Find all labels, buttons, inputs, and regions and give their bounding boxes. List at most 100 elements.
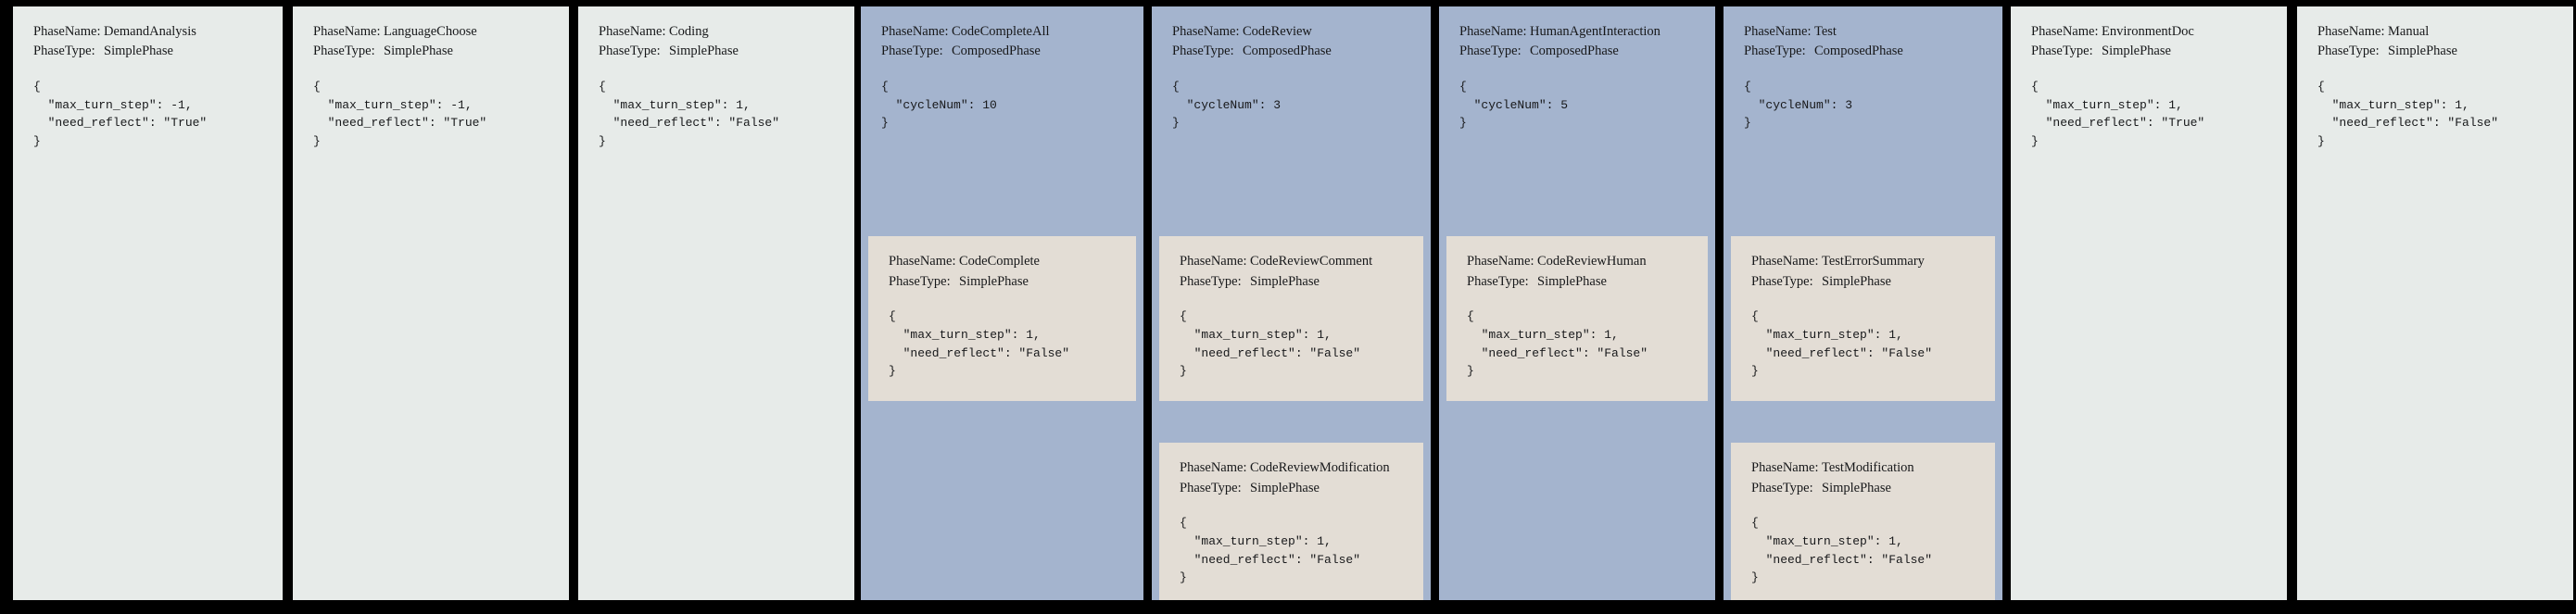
subphase-name-value: TestErrorSummary bbox=[1822, 254, 1925, 269]
subphase-name-label: PhaseName: bbox=[1180, 460, 1247, 476]
phase-spacer bbox=[1439, 401, 1715, 422]
subphase-name-value: CodeComplete bbox=[959, 254, 1040, 269]
phase-meta-row: PhaseType:SimplePhase bbox=[1467, 272, 1698, 292]
phase-meta-row: PhaseName:CodeCompleteAll bbox=[881, 22, 1132, 42]
phase-type-value: SimplePhase bbox=[2102, 44, 2171, 59]
phase-meta-row: PhaseName:CodeReviewHuman bbox=[1467, 252, 1698, 271]
phase-meta-row: PhaseName:EnvironmentDoc bbox=[2031, 22, 2276, 42]
phase-name-value: DemandAnalysis bbox=[104, 24, 196, 39]
phase-meta-row: PhaseType:SimplePhase bbox=[1751, 479, 1986, 498]
subphase-config-json: { "max_turn_step": 1, "need_reflect": "F… bbox=[889, 309, 1070, 379]
phase-type-label: PhaseType: bbox=[2031, 44, 2093, 59]
phase-type-value: ComposedPhase bbox=[1814, 44, 1903, 59]
phase-meta-row: PhaseName:Coding bbox=[599, 22, 843, 42]
subphase-name-label: PhaseName: bbox=[889, 254, 956, 269]
phase-name-label: PhaseName: bbox=[33, 24, 101, 39]
phase-name-label: PhaseName: bbox=[1459, 24, 1527, 39]
phase-type-value: SimplePhase bbox=[384, 44, 453, 59]
phase-name-label: PhaseName: bbox=[881, 24, 949, 39]
phase-type-label: PhaseType: bbox=[1459, 44, 1522, 59]
phase-meta-row: PhaseType:SimplePhase bbox=[1180, 479, 1414, 498]
phase-spacer bbox=[1439, 132, 1715, 237]
phase-meta-row: PhaseType: SimplePhase bbox=[2317, 42, 2562, 61]
phase-config-json: { "cycleNum": 3 } bbox=[1172, 79, 1282, 131]
phase-config-json: { "cycleNum": 10 } bbox=[881, 79, 997, 131]
phase-type-label: PhaseType: bbox=[2317, 44, 2380, 59]
phase-meta-row: PhaseName:DemandAnalysis bbox=[33, 22, 271, 42]
phase-meta-row: PhaseName:CodeComplete bbox=[889, 252, 1127, 271]
phase-type-label: PhaseType: bbox=[1172, 44, 1234, 59]
phase-name-label: PhaseName: bbox=[313, 24, 381, 39]
phase-config-json: { "max_turn_step": 1, "need_reflect": "F… bbox=[2317, 79, 2499, 149]
phase-name-label: PhaseName: bbox=[599, 24, 666, 39]
subphase-type-value: SimplePhase bbox=[1822, 273, 1891, 289]
phase-meta-row: PhaseName:HumanAgentInteraction bbox=[1459, 22, 1704, 42]
phase-config-json: { "max_turn_step": 1, "need_reflect": "F… bbox=[599, 79, 780, 149]
phase-name-label: PhaseName: bbox=[1172, 24, 1240, 39]
phase-meta-row: PhaseType: ComposedPhase bbox=[1744, 42, 1991, 61]
phase-config-json: { "max_turn_step": 1, "need_reflect": "T… bbox=[2031, 79, 2205, 149]
subphase-type-value: SimplePhase bbox=[959, 273, 1029, 289]
subphase-name-value: CodeReviewModification bbox=[1250, 460, 1390, 476]
subphase-type-label: PhaseType: bbox=[1180, 273, 1242, 289]
phase-type-label: PhaseType: bbox=[881, 44, 943, 59]
phase-meta-row: PhaseName:Test bbox=[1744, 22, 1991, 42]
phase-type-label: PhaseType: bbox=[1744, 44, 1806, 59]
phase-config-json: { "max_turn_step": -1, "need_reflect": "… bbox=[33, 79, 208, 149]
phase-config-json: { "cycleNum": 3 } bbox=[1744, 79, 1853, 131]
phase-meta-row: PhaseName:Manual bbox=[2317, 22, 2562, 42]
subphase-config-json: { "max_turn_step": 1, "need_reflect": "F… bbox=[1751, 309, 1933, 379]
subphase-name-label: PhaseName: bbox=[1467, 254, 1534, 269]
phase-meta-row: PhaseType:ComposedPhase bbox=[1459, 42, 1704, 61]
phase-meta-row: PhaseType:SimplePhase bbox=[33, 42, 271, 61]
subphase-config-json: { "max_turn_step": 1, "need_reflect": "F… bbox=[1467, 309, 1648, 379]
phase-meta-row: PhaseName:TestErrorSummary bbox=[1751, 252, 1986, 271]
subphase-name-value: CodeReviewHuman bbox=[1537, 254, 1647, 269]
phase-name-value: Coding bbox=[669, 24, 709, 39]
phase-name-label: PhaseName: bbox=[1744, 24, 1812, 39]
phase-meta-row: PhaseName:CodeReviewModification bbox=[1180, 458, 1414, 478]
phase-meta-row: PhaseType:SimplePhase bbox=[313, 42, 558, 61]
phase-spacer bbox=[1724, 401, 2002, 444]
subphase-name-value: CodeReviewComment bbox=[1250, 254, 1373, 269]
phase-type-value: SimplePhase bbox=[2388, 44, 2457, 59]
phase-name-label: PhaseName: bbox=[2317, 24, 2385, 39]
phase-meta-row: PhaseType:ComposedPhase bbox=[881, 42, 1132, 61]
phase-name-value: HumanAgentInteraction bbox=[1530, 24, 1661, 39]
phase-meta-row: PhaseType: SimplePhase bbox=[1180, 272, 1414, 292]
phase-type-label: PhaseType: bbox=[599, 44, 661, 59]
phase-name-value: CodeCompleteAll bbox=[952, 24, 1050, 39]
subphase-name-label: PhaseName: bbox=[1751, 254, 1819, 269]
phase-meta-row: PhaseType:SimplePhase bbox=[889, 272, 1127, 292]
subphase-name-label: PhaseName: bbox=[1751, 460, 1819, 476]
phase-meta-row: PhaseType:SimplePhase bbox=[599, 42, 843, 61]
subphase-type-value: SimplePhase bbox=[1250, 273, 1320, 289]
phase-type-label: PhaseType: bbox=[33, 44, 95, 59]
subphase-type-label: PhaseType: bbox=[1751, 480, 1813, 495]
